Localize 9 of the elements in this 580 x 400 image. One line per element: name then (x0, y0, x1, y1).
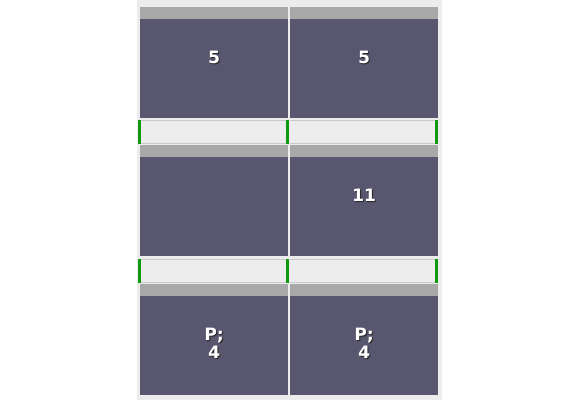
tile-value: P; 4 (203, 326, 225, 362)
spacer-bar (140, 259, 288, 283)
tile-value: P; 4 (353, 326, 375, 362)
spacer-bar (140, 120, 288, 144)
spacer-bar (290, 120, 438, 144)
tile-value: 5 (357, 49, 371, 67)
spacer-bar (290, 259, 438, 283)
tile-value: 5 (207, 49, 221, 67)
tile-value: 11 (351, 187, 377, 205)
